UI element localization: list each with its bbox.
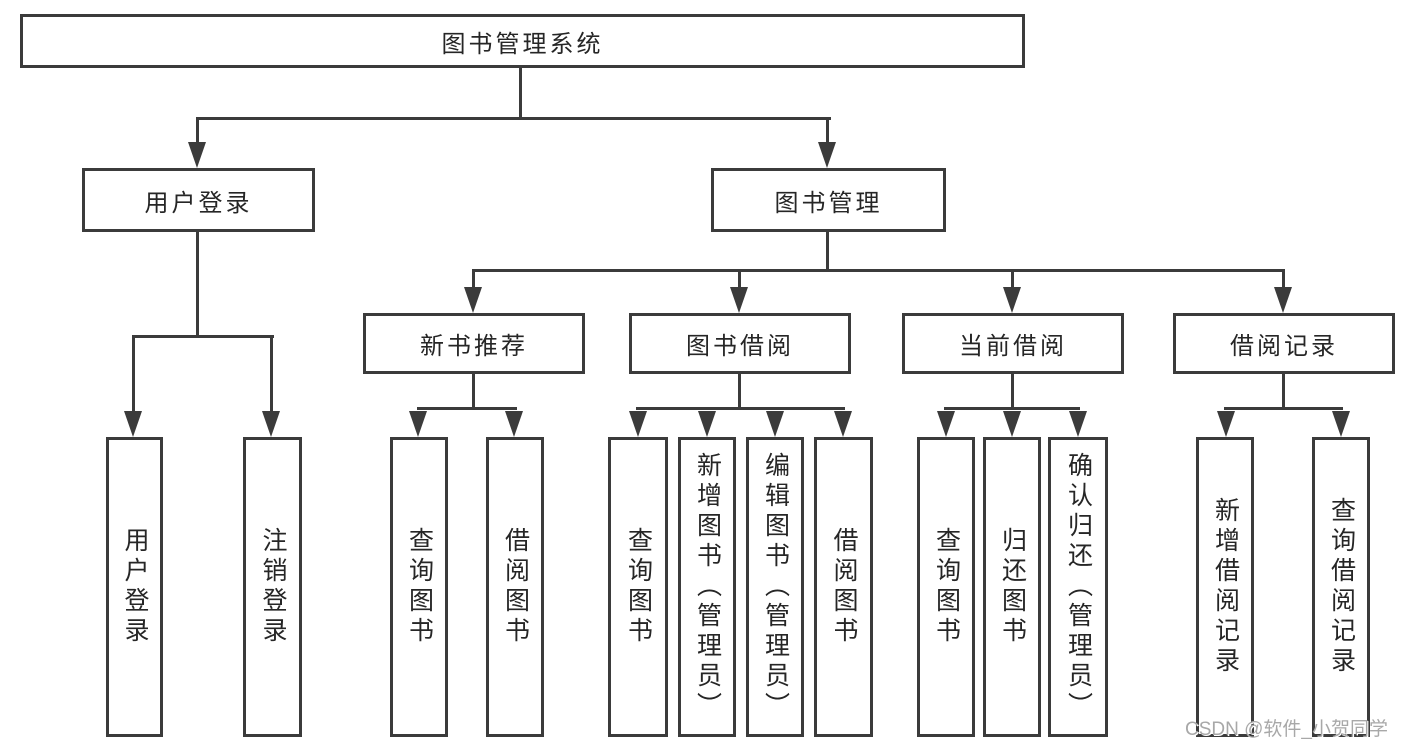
connector-g1-stem (472, 374, 475, 410)
node-current-borrow: 当前借阅 (902, 313, 1124, 374)
connector-to-book-borrow (738, 269, 741, 291)
leaf-confirm-return-admin: 确认归还（管理员） (1048, 437, 1108, 737)
node-label: 新增图书（管理员） (693, 452, 722, 722)
leaf-borrow-books: 借阅图书 (814, 437, 873, 737)
node-label: 查询借阅记录 (1327, 497, 1356, 677)
connector-to-user-login (196, 117, 199, 145)
arrow-down-icon (409, 411, 427, 437)
connector-to-current-borrow (1011, 269, 1014, 291)
arrow-down-icon (188, 142, 206, 168)
connector-g4-split (1224, 407, 1343, 410)
node-label: 查询图书 (932, 527, 961, 647)
leaf-return-books: 归还图书 (983, 437, 1041, 737)
node-book-borrow: 图书借阅 (629, 313, 851, 374)
node-label: 图书管理系统 (441, 30, 604, 58)
connector-g4-stem (1282, 374, 1285, 410)
arrow-down-icon (1274, 287, 1292, 313)
leaf-add-borrow-record: 新增借阅记录 (1196, 437, 1254, 737)
leaf-borrow-books-recommend: 借阅图书 (486, 437, 544, 737)
node-book-management: 图书管理 (711, 168, 946, 232)
connector-user-login-stem (196, 232, 199, 338)
node-label: 编辑图书（管理员） (761, 452, 790, 722)
arrow-down-icon (629, 411, 647, 437)
arrow-down-icon (698, 411, 716, 437)
node-label: 用户登录 (144, 189, 253, 217)
leaf-logout: 注销登录 (243, 437, 302, 737)
leaf-add-books-admin: 新增图书（管理员） (678, 437, 736, 737)
connector-user-login-split (133, 335, 274, 338)
connector-g1-split (417, 407, 517, 410)
node-label: 借阅记录 (1230, 333, 1338, 360)
node-label: 归还图书 (998, 527, 1027, 647)
connector-g3-stem (1011, 374, 1014, 410)
node-label: 当前借阅 (959, 333, 1067, 360)
csdn-watermark: CSDN @软件_小贺同学 (1185, 719, 1388, 740)
connector-book-management-stem (826, 232, 829, 272)
leaf-query-books-recommend: 查询图书 (390, 437, 448, 737)
connector-g2-stem (738, 374, 741, 410)
leaf-edit-books-admin: 编辑图书（管理员） (746, 437, 804, 737)
arrow-down-icon (505, 411, 523, 437)
connector-to-new-book-recommend (472, 269, 475, 291)
connector-to-leaf-logout (270, 335, 273, 415)
arrow-down-icon (834, 411, 852, 437)
connector-g3-split (944, 407, 1080, 410)
arrow-down-icon (1069, 411, 1087, 437)
node-library-management-system: 图书管理系统 (20, 14, 1025, 68)
node-label: 用户登录 (121, 527, 149, 647)
node-label: 确认归还（管理员） (1064, 452, 1093, 722)
arrow-down-icon (124, 411, 142, 437)
node-label: 图书借阅 (686, 333, 794, 360)
connector-root-stem (519, 68, 522, 120)
node-label: 查询图书 (624, 527, 653, 647)
connector-level3-split (472, 269, 1285, 272)
leaf-user-login: 用户登录 (106, 437, 163, 737)
arrow-down-icon (766, 411, 784, 437)
connector-level2-split (197, 117, 831, 120)
node-label: 借阅图书 (830, 527, 858, 647)
connector-to-borrow-records (1282, 269, 1285, 291)
node-user-login: 用户登录 (82, 168, 315, 232)
arrow-down-icon (1217, 411, 1235, 437)
leaf-query-books-current: 查询图书 (917, 437, 975, 737)
arrow-down-icon (464, 287, 482, 313)
node-label: 图书管理 (774, 189, 883, 217)
connector-to-book-management (826, 117, 829, 145)
arrow-down-icon (1003, 287, 1021, 313)
connector-to-leaf-user-login (132, 335, 135, 415)
arrow-down-icon (818, 142, 836, 168)
node-new-book-recommend: 新书推荐 (363, 313, 585, 374)
node-label: 查询图书 (405, 527, 434, 647)
arrow-down-icon (1003, 411, 1021, 437)
node-label: 新增借阅记录 (1211, 497, 1240, 677)
arrow-down-icon (730, 287, 748, 313)
leaf-query-books-borrow: 查询图书 (608, 437, 668, 737)
arrow-down-icon (1332, 411, 1350, 437)
connector-g2-split (636, 407, 845, 410)
node-label: 借阅图书 (501, 527, 530, 647)
node-label: 新书推荐 (420, 333, 528, 360)
leaf-query-borrow-record: 查询借阅记录 (1312, 437, 1370, 737)
node-borrow-records: 借阅记录 (1173, 313, 1395, 374)
arrow-down-icon (937, 411, 955, 437)
arrow-down-icon (262, 411, 280, 437)
node-label: 注销登录 (259, 527, 287, 647)
